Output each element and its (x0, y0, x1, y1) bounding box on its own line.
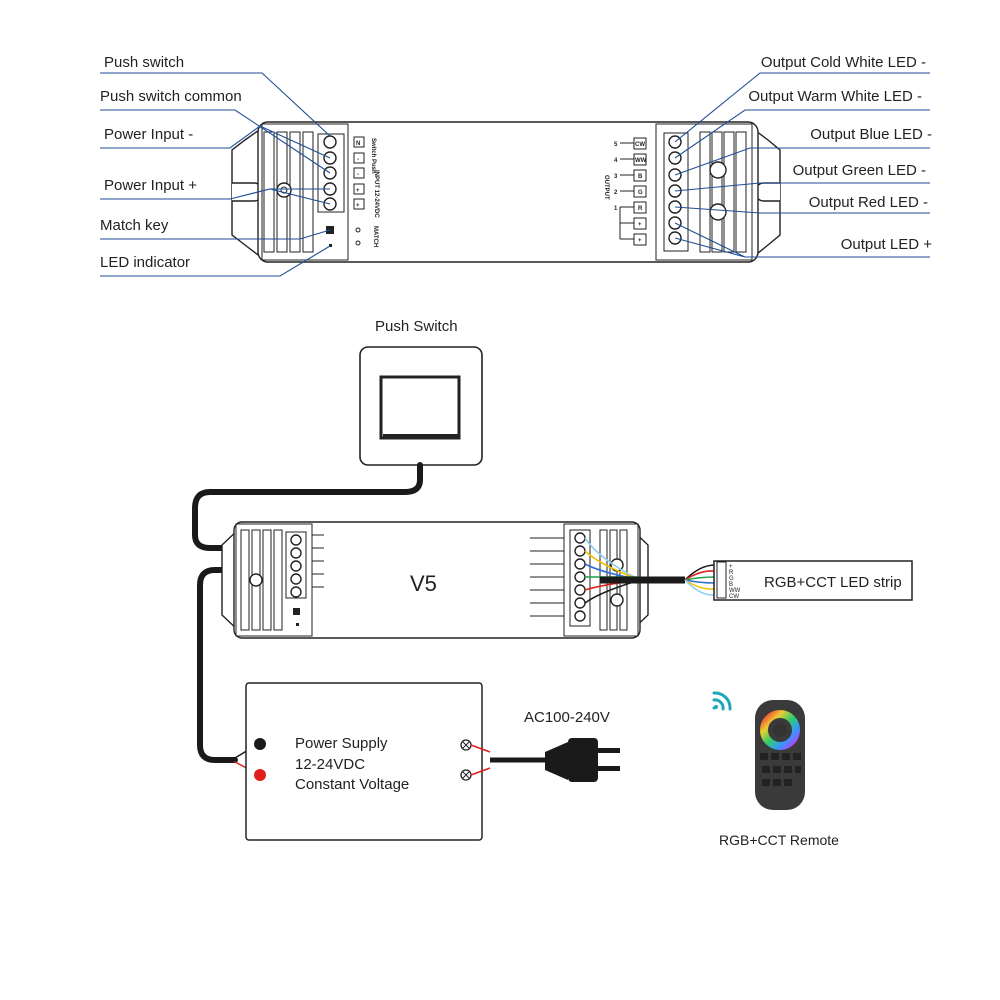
left-terminal-housing (261, 123, 349, 261)
remote-buttons (760, 753, 801, 786)
svg-text:12-24VDC: 12-24VDC (295, 756, 365, 773)
svg-text:CW: CW (635, 142, 645, 148)
svg-text:WW: WW (635, 158, 647, 164)
right-screw-top (709, 161, 727, 179)
svg-text:5: 5 (614, 142, 618, 148)
svg-text:3: 3 (614, 174, 618, 180)
dc-negative-terminal (254, 738, 266, 750)
output-terminal-block (663, 132, 689, 252)
right-mount-slot (754, 182, 780, 202)
svg-text:+: + (356, 203, 360, 209)
label-push-switch: Push switch (104, 54, 184, 71)
input-terminal-labels: N - - + + Switch Push INPUT 12-24VDC MAT… (353, 136, 379, 247)
output-terminal-labels: CW WW B G R + + 5 4 3 2 1 OUTPUT (603, 137, 647, 246)
led-strip-cable (584, 537, 716, 604)
push-switch-label: Push Switch (375, 318, 458, 335)
ac-input-label: AC100-240V (524, 709, 610, 726)
led-indicator (329, 244, 332, 247)
label-output-led-plus: Output LED + (841, 236, 933, 253)
ac-plug (470, 738, 620, 782)
svg-text:Constant Voltage: Constant Voltage (295, 776, 409, 793)
svg-text:+: + (729, 564, 733, 570)
right-pin-labels: Output Cold White LED - Output Warm Whit… (674, 54, 933, 258)
right-heatsink-fins (699, 131, 747, 253)
label-led-indicator: LED indicator (100, 254, 190, 271)
svg-text:B: B (729, 582, 733, 588)
svg-text:G: G (638, 190, 643, 196)
label-output-green: Output Green LED - (793, 162, 926, 179)
label-power-input-minus: Power Input - (104, 126, 193, 143)
svg-text:2: 2 (614, 190, 618, 196)
remote-label: RGB+CCT Remote (719, 832, 839, 848)
power-supply: Power Supply 12-24VDC Constant Voltage (245, 682, 483, 841)
v5-controller: V5 (221, 521, 649, 639)
svg-text:N: N (356, 141, 360, 147)
svg-text:+: + (638, 238, 642, 244)
svg-text:R: R (729, 570, 734, 576)
svg-text:1: 1 (614, 206, 618, 212)
label-power-input-plus: Power Input + (104, 177, 197, 194)
left-screw (276, 182, 292, 198)
svg-text:+: + (638, 222, 642, 228)
svg-text:WW: WW (729, 588, 741, 594)
svg-text:OUTPUT: OUTPUT (603, 175, 609, 200)
right-screw-bottom (709, 203, 727, 221)
svg-text:INPUT 12-24VDC: INPUT 12-24VDC (373, 170, 379, 218)
svg-text:-: - (357, 157, 359, 163)
led-strip-label: RGB+CCT LED strip (764, 574, 902, 591)
label-output-red: Output Red LED - (809, 194, 928, 211)
led-strip: + R G B WW CW RGB+CCT LED strip (713, 560, 913, 601)
svg-text:4: 4 (614, 158, 618, 164)
label-push-switch-common: Push switch common (100, 88, 242, 105)
label-match-key: Match key (100, 217, 169, 234)
svg-text:+: + (356, 188, 360, 194)
svg-text:Power Supply: Power Supply (295, 735, 388, 752)
wireless-signal-icon (712, 691, 732, 711)
label-output-cold-white: Output Cold White LED - (761, 54, 926, 71)
label-output-warm-white: Output Warm White LED - (748, 88, 922, 105)
right-terminal-housing (655, 123, 753, 261)
svg-text:Switch Push: Switch Push (370, 138, 376, 174)
dc-positive-terminal (254, 769, 266, 781)
svg-text:MATCH: MATCH (372, 226, 378, 247)
svg-text:R: R (638, 206, 643, 212)
label-output-blue: Output Blue LED - (810, 126, 932, 143)
left-pin-labels: Push switch Push switch common Power Inp… (100, 54, 331, 277)
controller-pinout: N - - + + Switch Push INPUT 12-24VDC MAT… (100, 54, 933, 277)
svg-text:G: G (729, 576, 734, 582)
svg-text:CW: CW (729, 594, 739, 600)
controller-model-label: V5 (410, 571, 437, 596)
input-terminal-block (317, 133, 345, 213)
push-switch[interactable] (359, 346, 483, 466)
svg-text:-: - (357, 172, 359, 178)
remote-control: RGB+CCT Remote (712, 691, 839, 848)
svg-text:B: B (638, 174, 643, 180)
